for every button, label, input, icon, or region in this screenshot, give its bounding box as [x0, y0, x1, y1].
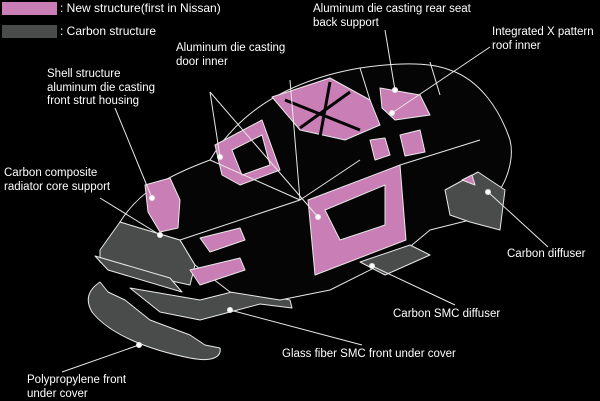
label-glass-fiber-front-under-cover: Glass fiber SMC front under cover [282, 348, 456, 360]
label-x-pattern-roof-inner: Integrated X pattern roof inner [492, 26, 594, 52]
legend-swatch-new-structure [2, 2, 57, 15]
label-front-strut-housing: Shell structure aluminum die casting fro… [47, 68, 156, 107]
leader-door-inner-b [209, 91, 319, 218]
leader-polypropylene [61, 344, 140, 373]
leader-rear-seat-back-support [384, 29, 396, 91]
leader-carbon-smc-diffuser [371, 265, 456, 306]
glass-fiber-smc-front-under-cover [129, 287, 293, 321]
label-carbon-diffuser: Carbon diffuser [507, 248, 586, 260]
legend-swatch-carbon-structure [2, 25, 57, 38]
leader-carbon-diffuser [487, 191, 549, 248]
label-door-inner: Aluminum die casting door inner [176, 42, 286, 68]
legend-label-carbon-structure: : Carbon structure [60, 24, 157, 38]
leader-radiator [99, 197, 161, 236]
label-radiator-core-support: Carbon composite radiator core support [4, 167, 111, 193]
legend-label-new-structure: : New structure(first in Nissan) [60, 1, 221, 15]
leader-x-pattern-roof [391, 46, 491, 114]
front-strut-housing [144, 177, 181, 233]
carbon-diffuser [444, 171, 506, 231]
leader-front-strut [114, 107, 153, 199]
leader-glass-fiber [229, 309, 363, 346]
polypropylene-front-under-cover [87, 281, 221, 361]
label-rear-seat-back-support: Aluminum die casting rear seat back supp… [313, 3, 471, 29]
carbon-smc-diffuser [359, 244, 431, 276]
leader-door-inner-a [209, 91, 221, 158]
label-carbon-smc-diffuser: Carbon SMC diffuser [393, 308, 501, 320]
label-polypropylene-front-under-cover: Polypropylene front under cover [27, 374, 127, 400]
